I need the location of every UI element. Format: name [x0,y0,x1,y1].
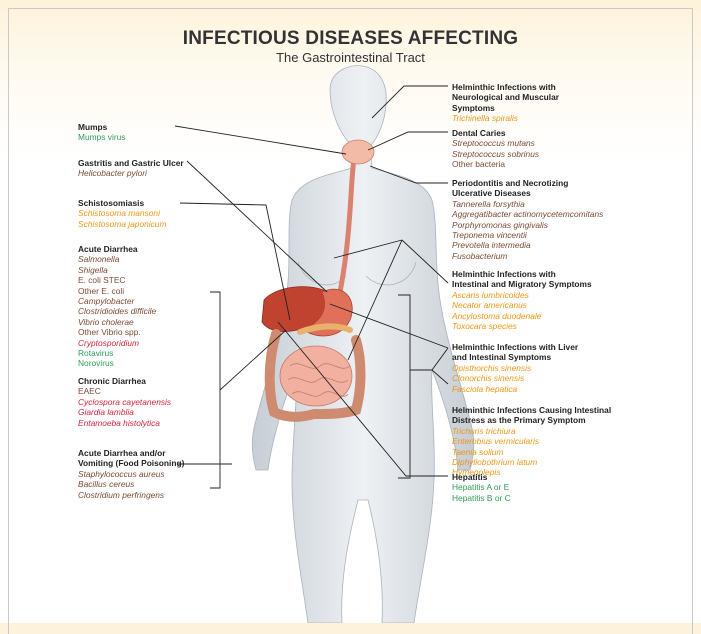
item-s-japonicum: Schistosoma japonicum [78,219,166,229]
list-item: Other bacteria [452,159,539,169]
heading-food-poisoning-2: Vomiting (Food Poisoning) [78,458,184,468]
heading-neurological-2: Neurological and Muscular [452,92,559,102]
list-item: Trichuris trichiura [452,426,611,436]
list-item: Cyclospora cayetanensis [78,397,171,407]
heading-acute-diarrhea: Acute Diarrhea [78,244,156,254]
list-item: Toxocara species [452,321,592,331]
heading-hepatitis: Hepatitis [452,472,511,482]
list-item: Opisthorchis sinensis [452,363,578,373]
heading-migratory: Helminthic Infections with [452,269,592,279]
list-item: Salmonella [78,254,156,264]
list-item: Taenia solium [452,447,611,457]
group-periodontitis: Periodontitis and Necrotizing Ulcerative… [452,178,603,261]
list-item: Other E. coli [78,286,156,296]
list-item: Entamoeba histolytica [78,418,171,428]
list-item: Ancylostoma duodenale [452,311,592,321]
list-item: Rotavirus [78,348,156,358]
group-chronic-diarrhea: Chronic Diarrhea EAEC Cyclospora cayetan… [78,376,171,428]
heading-gastritis: Gastritis and Gastric Ulcer [78,158,184,168]
list-item: Fasciola hepatica [452,384,578,394]
group-food-poisoning: Acute Diarrhea and/or Vomiting (Food Poi… [78,448,184,500]
heading-schistosomiasis: Schistosomiasis [78,198,166,208]
list-item: Porphyromonas gingivalis [452,220,603,230]
item-s-mansoni: Schistosoma mansoni [78,208,166,218]
list-item: Giardia lamblia [78,407,171,417]
list-item: Clonorchis sinensis [452,373,578,383]
list-item: E. coli STEC [78,275,156,285]
oral-cavity [342,140,374,164]
leader-mumps [175,126,346,154]
group-liver-intestinal: Helminthic Infections with Liver and Int… [452,342,578,394]
list-item: Shigella [78,265,156,275]
list-item: Streptococcus mutans [452,138,539,148]
group-schistosomiasis: Schistosomiasis Schistosoma mansoni Schi… [78,198,166,229]
heading-intestinal-distress: Helminthic Infections Causing Intestinal [452,405,611,415]
heading-mumps: Mumps [78,122,125,132]
heading-liver-intestinal: Helminthic Infections with Liver [452,342,578,352]
heading-periodontitis-2: Ulcerative Diseases [452,188,603,198]
list-item: Prevotella intermedia [452,240,603,250]
item-h-pylori: Helicobacter pylori [78,168,184,178]
list-item: Diphyllobothrium latum [452,457,611,467]
list-item: Vibrio cholerae [78,317,156,327]
list-item: Ascaris lumbricoides [452,290,592,300]
list-item: Campylobacter [78,296,156,306]
group-dental-caries: Dental Caries Streptococcus mutans Strep… [452,128,539,170]
list-item: Hepatitis B or C [452,493,511,503]
heading-dental-caries: Dental Caries [452,128,539,138]
list-item: Aggregatibacter actinomycetemcomitans [452,209,603,219]
group-intestinal-distress: Helminthic Infections Causing Intestinal… [452,405,611,478]
group-neurological: Helminthic Infections with Neurological … [452,82,559,124]
heading-liver-intestinal-2: and Intestinal Symptoms [452,352,578,362]
group-gastritis: Gastritis and Gastric Ulcer Helicobacter… [78,158,184,179]
list-item: Fusobacterium [452,251,603,261]
group-hepatitis: Hepatitis Hepatitis A or E Hepatitis B o… [452,472,511,503]
group-migratory: Helminthic Infections with Intestinal an… [452,269,592,331]
leader-caries [368,132,448,150]
list-item: Trichinella spiralis [452,113,559,123]
heading-migratory-2: Intestinal and Migratory Symptoms [452,279,592,289]
list-item: Enterobius vermicularis [452,436,611,446]
heading-neurological: Helminthic Infections with [452,82,559,92]
item-mumps-virus: Mumps virus [78,132,125,142]
list-item: Clostridioides difficile [78,306,156,316]
heading-intestinal-distress-2: Distress as the Primary Symptom [452,415,611,425]
list-item: Streptococcus sobrinus [452,149,539,159]
list-item: Tannerella forsythia [452,199,603,209]
heading-chronic-diarrhea: Chronic Diarrhea [78,376,171,386]
list-item: Necator americanus [452,300,592,310]
list-item: Cryptosporidium [78,338,156,348]
list-item: Clostridium perfringens [78,490,184,500]
list-item: Treponema vincentii [452,230,603,240]
list-item: Staphylococcus aureus [78,469,184,479]
heading-food-poisoning: Acute Diarrhea and/or [78,448,184,458]
group-mumps: Mumps Mumps virus [78,122,125,143]
list-item: Other Vibrio spp. [78,327,156,337]
group-acute-diarrhea: Acute Diarrhea Salmonella Shigella E. co… [78,244,156,369]
heading-periodontitis: Periodontitis and Necrotizing [452,178,603,188]
list-item: EAEC [78,386,171,396]
small-intestine [280,346,352,406]
list-item: Norovirus [78,358,156,368]
heading-neurological-3: Symptoms [452,103,559,113]
list-item: Bacillus cereus [78,479,184,489]
list-item: Hepatitis A or E [452,482,511,492]
